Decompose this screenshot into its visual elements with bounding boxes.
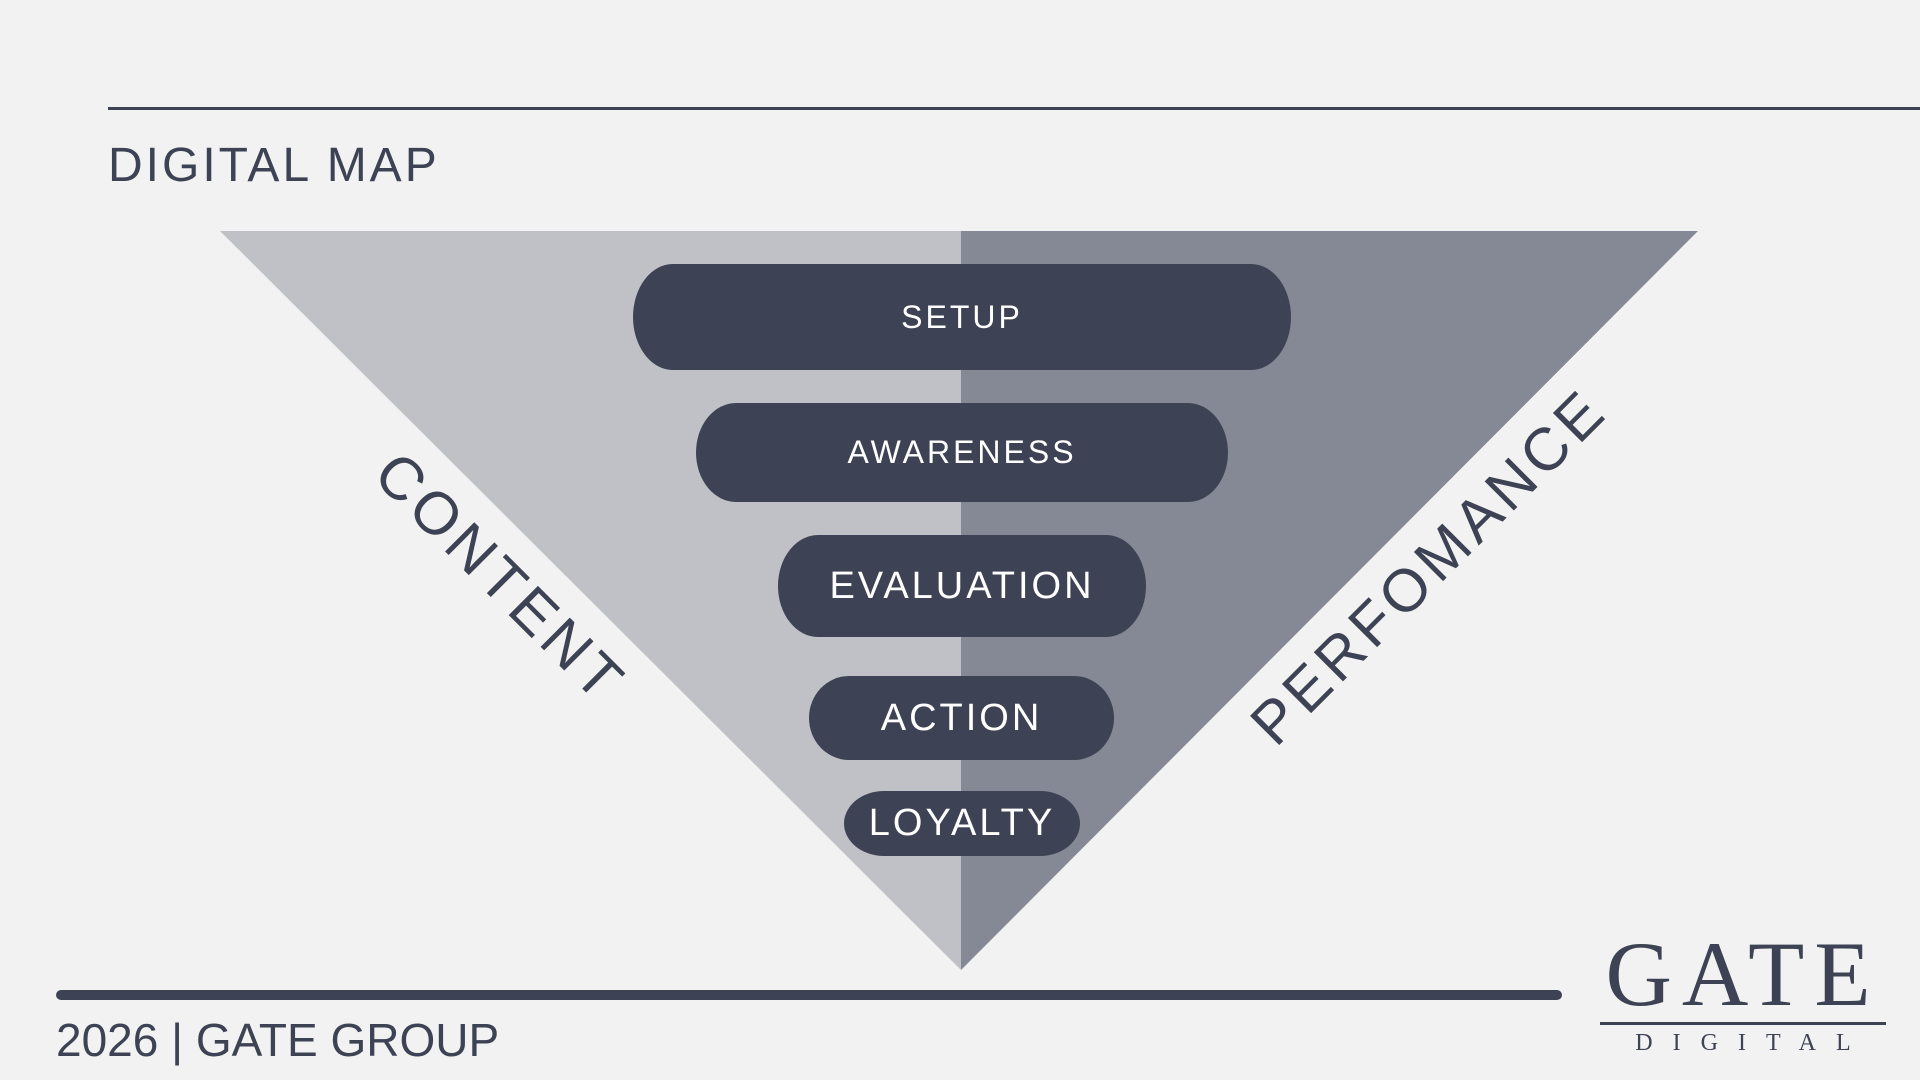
- stage-loyalty: LOYALTY: [844, 791, 1080, 856]
- page-title: DIGITAL MAP: [108, 139, 440, 192]
- footer-text: 2026 | GATE GROUP: [56, 1014, 500, 1066]
- stage-evaluation: EVALUATION: [778, 535, 1146, 637]
- logo-sub-text: DIGITAL: [1635, 1030, 1871, 1056]
- logo-rule: [1600, 1022, 1886, 1025]
- stage-action: ACTION: [809, 676, 1114, 760]
- stage-awareness: AWARENESS: [696, 403, 1228, 502]
- gate-digital-logo: GATE DIGITAL: [1600, 928, 1886, 1055]
- stage-setup: SETUP: [633, 264, 1291, 370]
- logo-main-text: GATE: [1605, 923, 1881, 1025]
- bottom-divider: [56, 990, 1562, 1000]
- top-divider: [108, 107, 1920, 110]
